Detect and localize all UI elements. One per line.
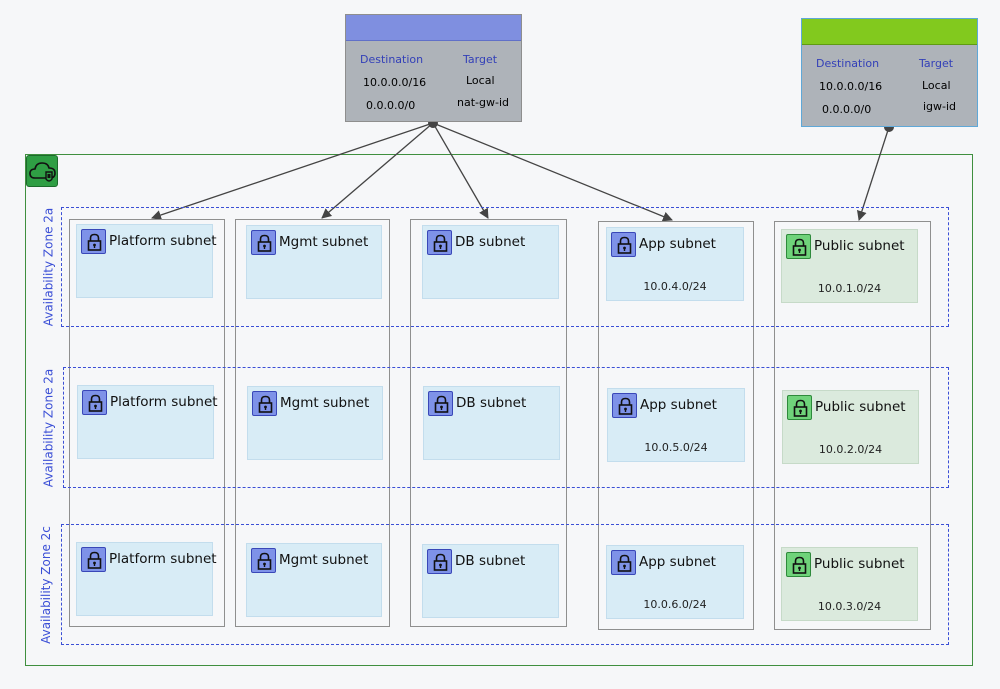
lock-icon [82,390,107,415]
lock-icon [427,549,452,574]
subnet-column-db [410,219,567,627]
subnet-cidr: 10.0.1.0/24 [817,282,882,295]
route-table-column-target: Target [919,57,954,70]
subnet-name: DB subnet [455,553,526,569]
subnet-name: App subnet [639,236,716,252]
lock-icon [787,395,812,420]
lock-icon [81,229,106,254]
subnet-column-platform [69,219,225,627]
route-destination: 10.0.0.0/16 [819,80,883,93]
route-to-public-arrow [857,126,890,221]
route-to-app-arrow [432,122,673,222]
route-target: Local [922,79,951,92]
route-destination: 10.0.0.0/16 [363,76,427,89]
lock-icon [428,391,453,416]
subnet-cidr: 10.0.2.0/24 [818,443,883,456]
subnet-column-mgmt [235,219,390,627]
route-to-platform-arrow [151,122,434,220]
lock-icon [786,234,811,259]
app-subnet: App subnet 10.0.5.0/24 [607,388,745,462]
route-table-column-destination: Destination [816,57,880,70]
vpc-cloud-icon [26,155,58,187]
lock-icon [81,547,106,572]
availability-zone-label: Availability Zone 2a [41,368,56,487]
lock-icon [612,393,637,418]
subnet-name: Mgmt subnet [279,234,369,250]
subnet-column-app [598,221,754,630]
mgmt-subnet: Mgmt subnet [246,543,382,617]
subnet-name: App subnet [639,554,716,570]
public-subnet: Public subnet 10.0.2.0/24 [782,390,919,464]
platform-subnet: Platform subnet [77,385,218,459]
public-subnet: Public subnet 10.0.1.0/24 [781,229,918,303]
route-table-column-target: Target [463,53,498,66]
subnet-cidr: 10.0.3.0/24 [817,600,882,613]
route-table-column-destination: Destination [360,53,424,66]
lock-icon [427,230,452,255]
subnet-column-public [774,221,931,630]
subnet-name: App subnet [640,397,717,413]
private-route-table: Destination Target 10.0.0.0/16 Local 0.0… [345,14,522,122]
availability-zone-box [61,207,949,327]
route-table-header [346,15,521,41]
vpc-boundary [25,154,973,666]
lock-icon [611,550,636,575]
subnet-name: Platform subnet [110,394,218,410]
lock-icon [611,232,636,257]
subnet-name: Platform subnet [109,233,217,249]
subnet-name: Public subnet [814,556,905,572]
db-subnet: DB subnet [422,225,559,299]
app-subnet: App subnet 10.0.4.0/24 [606,227,744,301]
availability-zone-label: Availability Zone 2c [39,525,54,644]
subnet-name: Public subnet [814,238,905,254]
availability-zone-box [63,367,949,488]
public-route-table: Destination Target 10.0.0.0/16 Local 0.0… [801,18,978,127]
subnet-name: Public subnet [815,399,906,415]
subnet-cidr: 10.0.4.0/24 [643,280,707,293]
lock-icon [786,552,811,577]
route-to-db-arrow [432,122,489,219]
public-subnet: Public subnet 10.0.3.0/24 [781,547,918,621]
route-destination: 0.0.0.0/0 [366,99,416,112]
subnet-name: Platform subnet [109,551,217,567]
platform-subnet: Platform subnet [76,542,217,616]
lock-icon [252,391,277,416]
subnet-name: DB subnet [455,234,526,250]
subnet-cidr: 10.0.5.0/24 [644,441,708,454]
platform-subnet: Platform subnet [76,224,217,298]
availability-zone-box [61,524,949,645]
route-target: igw-id [923,100,957,113]
db-subnet: DB subnet [423,386,560,460]
mgmt-subnet: Mgmt subnet [247,386,383,460]
subnet-name: Mgmt subnet [279,552,369,568]
subnet-cidr: 10.0.6.0/24 [643,598,707,611]
availability-zone-label: Availability Zone 2a [41,207,56,327]
route-table-header [802,19,977,45]
route-destination: 0.0.0.0/0 [822,103,872,116]
route-to-mgmt-arrow [321,122,434,219]
db-subnet: DB subnet [422,544,559,618]
app-subnet: App subnet 10.0.6.0/24 [606,545,744,619]
mgmt-subnet: Mgmt subnet [246,225,382,299]
route-target: Local [466,74,495,87]
subnet-name: DB subnet [456,395,527,411]
lock-icon [251,548,276,573]
route-target: nat-gw-id [457,96,509,109]
subnet-name: Mgmt subnet [280,395,370,411]
lock-icon [251,230,276,255]
